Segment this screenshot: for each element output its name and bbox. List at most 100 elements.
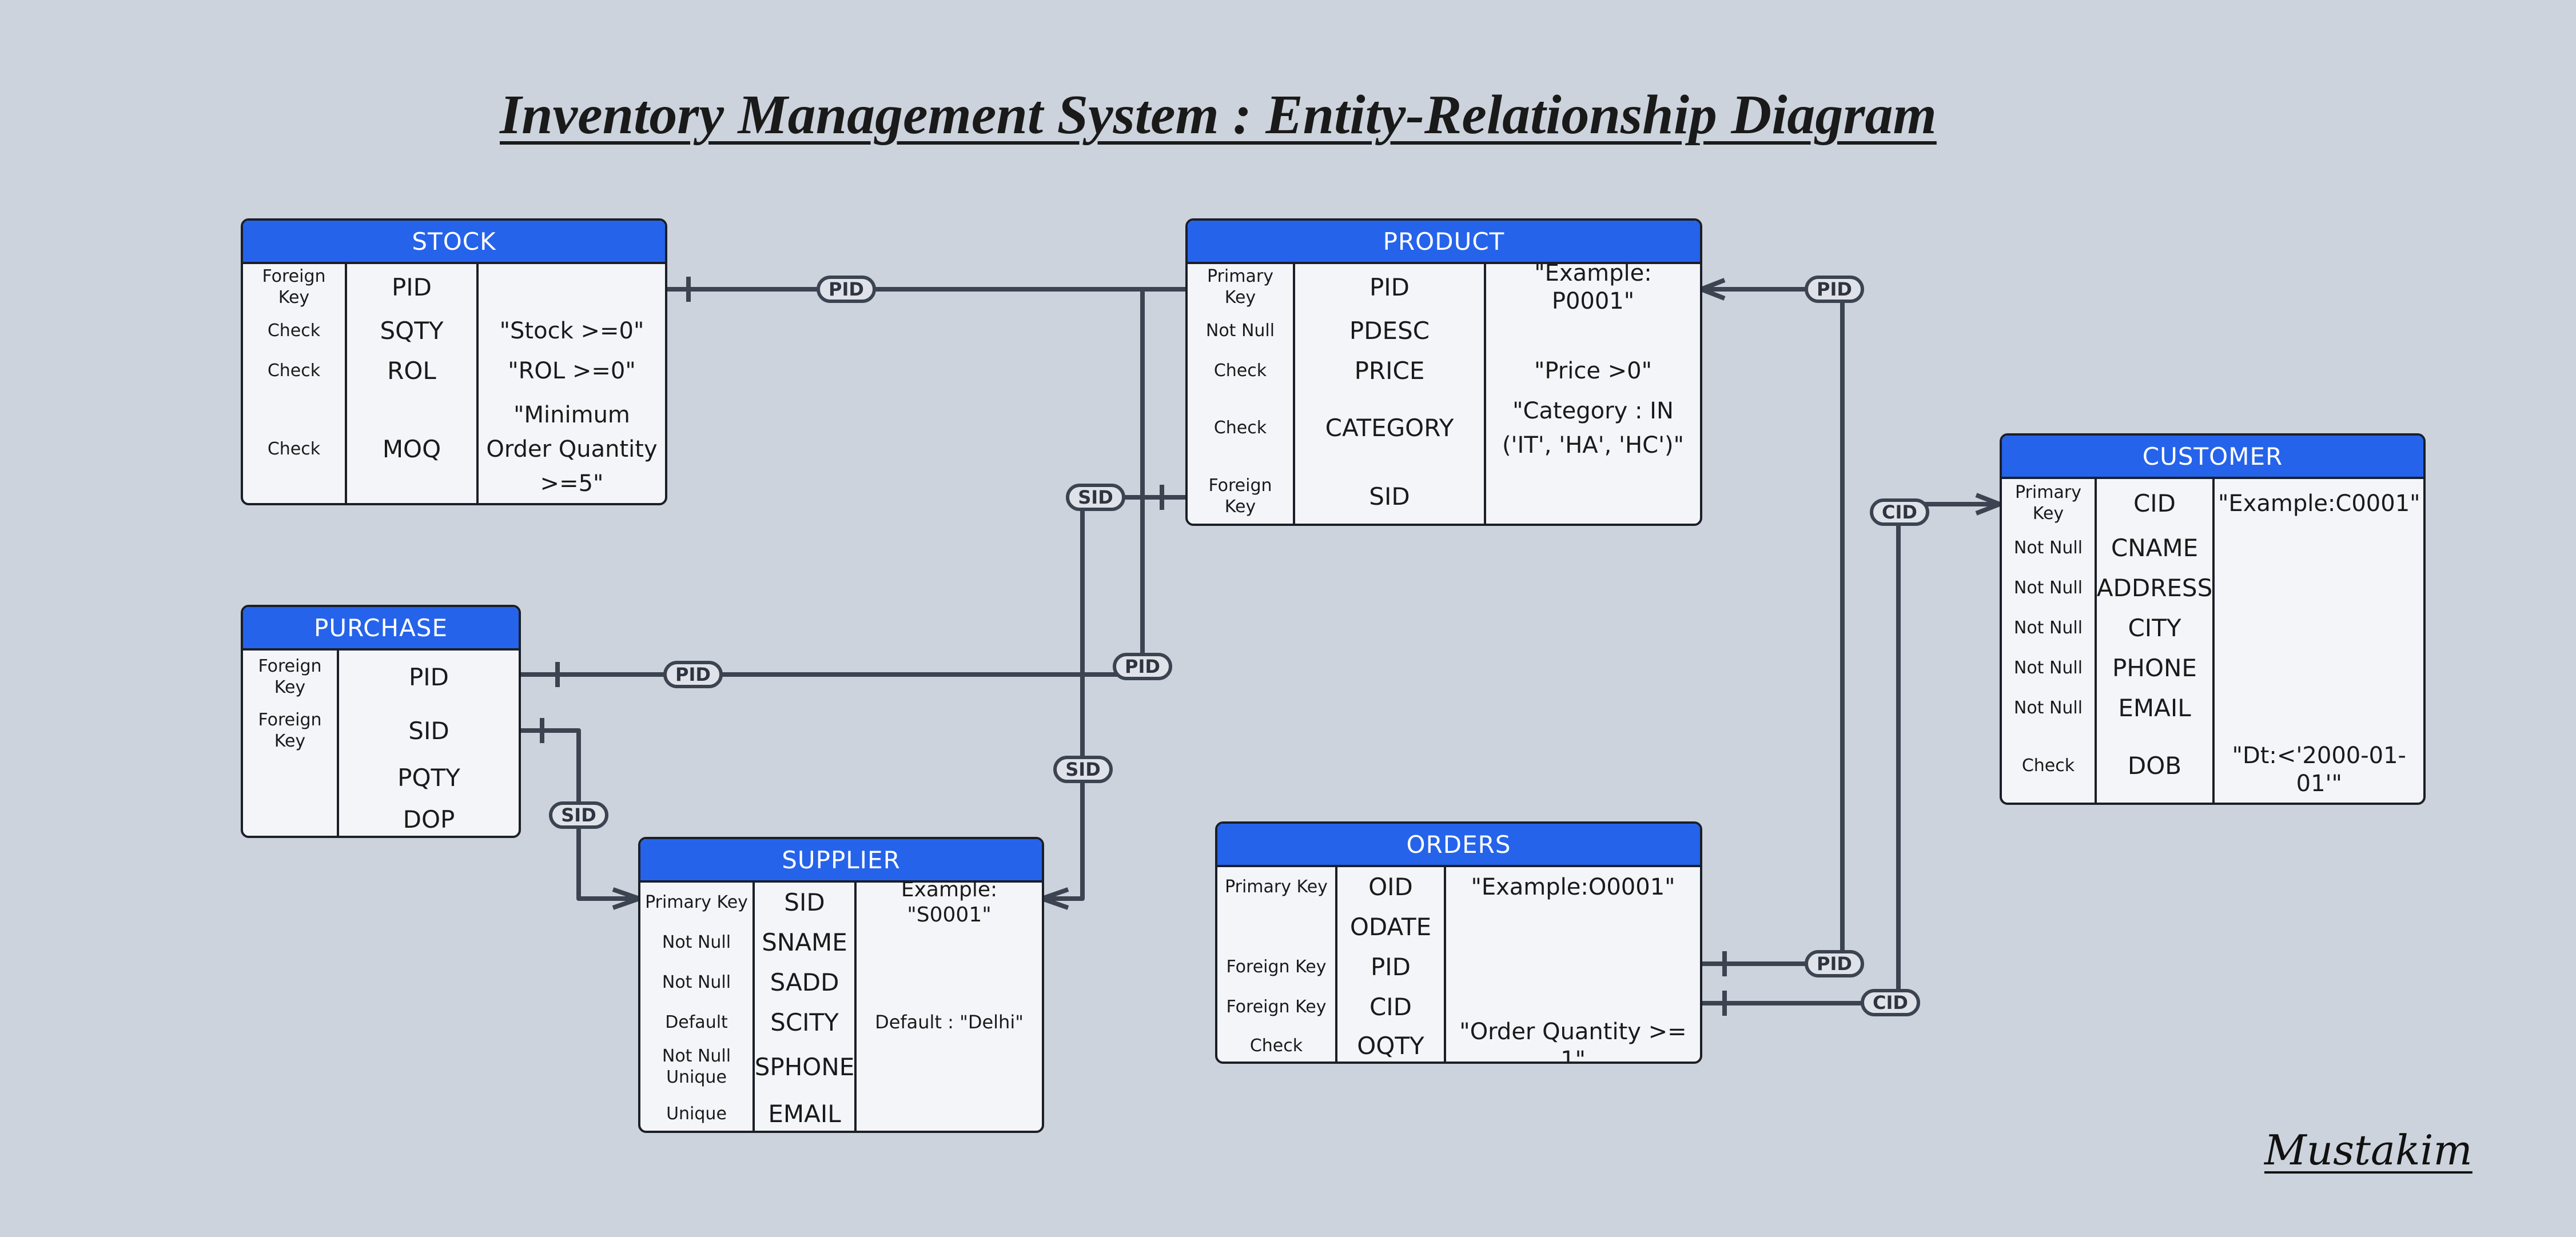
attribute-cell: CID (2097, 479, 2215, 528)
attribute-cell: PID (1337, 947, 1446, 987)
attribute-cell: DOB (2097, 728, 2215, 803)
constraint-cell: Primary Key (1217, 867, 1337, 907)
note-cell (2215, 688, 2423, 728)
attribute-cell: SNAME (755, 923, 857, 963)
connector-label-cid: CID (1870, 498, 1929, 526)
constraint-cell: Foreign Key (1217, 987, 1337, 1027)
note-cell (2215, 648, 2423, 688)
note-cell (2215, 528, 2423, 568)
note-cell (857, 1043, 1042, 1092)
constraint-cell (1217, 907, 1337, 947)
author-signature: Mustakim (2264, 1126, 2473, 1174)
attribute-cell: SPHONE (755, 1043, 857, 1092)
note-cell (2215, 608, 2423, 648)
attribute-cell: ROL (347, 351, 479, 391)
constraint-cell: Default (640, 1003, 755, 1043)
constraint-cell: Not Null (640, 963, 755, 1003)
note-cell: Default : "Delhi" (875, 1011, 1024, 1034)
diagram-title: Inventory Management System : Entity-Rel… (500, 84, 1937, 146)
note-cell (857, 963, 1042, 1003)
note-cell (857, 1092, 1042, 1131)
attribute-cell: CID (1337, 987, 1446, 1027)
attribute-cell: MOQ (347, 391, 479, 503)
connector-label-pid: PID (1805, 276, 1864, 303)
note-cell (1486, 311, 1700, 351)
attribute-cell: PID (408, 663, 449, 692)
note-cell (2215, 568, 2423, 608)
constraint-cell: Not Null (1188, 311, 1295, 351)
entity-supplier: SUPPLIER Primary Key SID Example: "S0001… (638, 837, 1044, 1133)
note-cell (1446, 907, 1700, 947)
constraint-cell: Primary Key (1188, 264, 1295, 311)
note-cell: Example: "S0001" (901, 878, 998, 927)
constraint-cell: Check (1217, 1027, 1337, 1062)
connector-label-sid: SID (549, 801, 608, 829)
attribute-cell: ADDRESS (2097, 568, 2215, 608)
attribute-cell: ODATE (1337, 907, 1446, 947)
constraint-cell: Unique (640, 1092, 755, 1131)
connector-label-pid: PID (817, 276, 876, 303)
entity-orders: ORDERS Primary Key OID "Example:O0001" O… (1215, 821, 1702, 1064)
note-cell: "Stock >=0" (499, 317, 644, 344)
connector-label-pid: PID (1113, 653, 1172, 680)
constraint-cell (243, 798, 339, 836)
connector-label-cid: CID (1861, 989, 1920, 1016)
note-cell: "Example:C0001" (2218, 490, 2420, 517)
attribute-cell: CITY (2097, 608, 2215, 648)
entity-header: SUPPLIER (640, 839, 1042, 883)
constraint-cell: Not Null (2002, 688, 2097, 728)
constraint-cell: Not Null Unique (640, 1043, 755, 1092)
attribute-cell: SID (408, 717, 449, 745)
attribute-cell: PQTY (397, 764, 460, 792)
note-cell: "Example:O0001" (1471, 873, 1675, 900)
connector-label-pid: PID (1805, 950, 1864, 977)
constraint-cell: Check (1188, 351, 1295, 391)
constraint-cell (243, 758, 339, 798)
attribute-cell: SQTY (347, 311, 479, 351)
entity-header: PURCHASE (243, 607, 519, 651)
attribute-cell: SCITY (755, 1003, 857, 1043)
note-cell (1486, 465, 1700, 524)
attribute-cell: PHONE (2097, 648, 2215, 688)
constraint-cell: Foreign Key (243, 651, 339, 704)
note-cell: "Example: P0001" (1534, 260, 1652, 314)
attribute-cell: OID (1337, 867, 1446, 907)
attribute-cell: SID (1295, 465, 1486, 524)
connector-label-pid: PID (663, 661, 723, 688)
constraint-cell: Not Null (2002, 528, 2097, 568)
attribute-cell: PRICE (1295, 351, 1486, 391)
constraint-cell: Check (243, 391, 347, 503)
attribute-cell: PID (347, 264, 479, 311)
constraint-cell: Foreign Key (1188, 465, 1295, 524)
note-cell (857, 923, 1042, 963)
note-cell: "ROL >=0" (508, 357, 636, 384)
attribute-cell: SADD (755, 963, 857, 1003)
attribute-cell: CNAME (2097, 528, 2215, 568)
entity-stock: STOCK Foreign Key PID Check SQTY "Stock … (241, 218, 667, 505)
note-cell (479, 264, 665, 311)
attribute-cell: DOP (403, 805, 455, 834)
constraint-cell: Check (2002, 728, 2097, 803)
note-cell (1446, 947, 1700, 987)
attribute-cell: OQTY (1337, 1027, 1446, 1062)
entity-header: ORDERS (1217, 824, 1700, 867)
constraint-cell: Primary Key (2002, 479, 2097, 528)
constraint-cell: Foreign Key (1217, 947, 1337, 987)
constraint-cell: Check (243, 351, 347, 391)
constraint-cell: Check (1188, 391, 1295, 465)
constraint-cell: Not Null (2002, 608, 2097, 648)
entity-header: STOCK (243, 221, 665, 264)
connector-label-sid: SID (1053, 756, 1113, 783)
entity-purchase: PURCHASE Foreign Key PID Foreign Key SID… (241, 605, 521, 838)
constraint-cell: Not Null (640, 923, 755, 963)
attribute-cell: EMAIL (2097, 688, 2215, 728)
constraint-cell: Foreign Key (243, 704, 339, 758)
attribute-cell: CATEGORY (1295, 391, 1486, 465)
entity-header: CUSTOMER (2002, 436, 2423, 479)
attribute-cell: SID (755, 883, 857, 923)
note-cell: "Category : IN ('IT', 'HA', 'HC')" (1502, 398, 1685, 458)
connector-label-sid: SID (1066, 484, 1125, 511)
attribute-cell: PID (1295, 264, 1486, 311)
constraint-cell: Primary Key (640, 883, 755, 923)
entity-customer: CUSTOMER Primary Key CID "Example:C0001"… (2000, 433, 2426, 805)
